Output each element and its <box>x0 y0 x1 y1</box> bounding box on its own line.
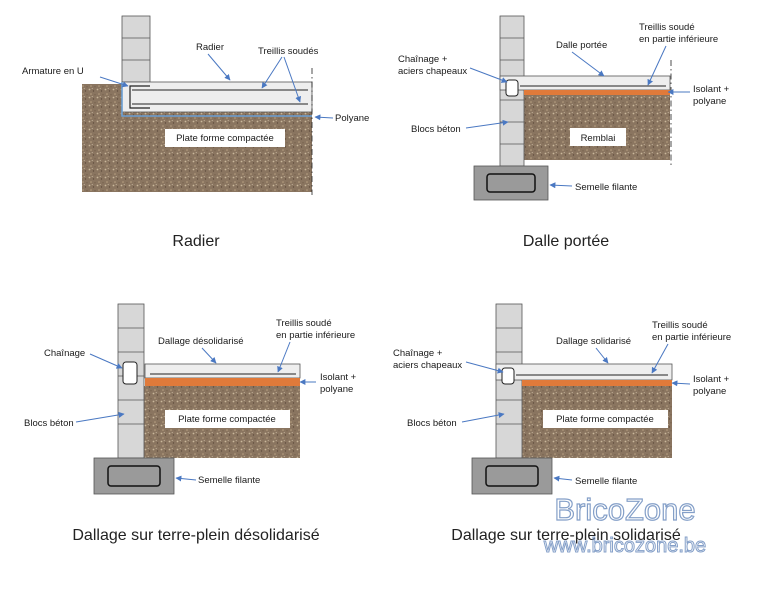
arrow-blocs-solidarise <box>461 412 505 423</box>
plateforme-box-radier <box>165 129 285 147</box>
arrow-blocs-desolidarise <box>75 411 125 423</box>
label-isolant2-desolidarise: polyane <box>320 384 353 395</box>
label-plateforme-desolidarise: Plate forme compactée <box>178 414 276 425</box>
label-treillis1-solidarise: Treillis soudé <box>652 320 708 331</box>
arrow-treillis-radier-a <box>261 56 283 89</box>
label-treillis1-desolidarise: Treillis soudé <box>276 318 332 329</box>
arrow-dallage-desolidarise <box>201 347 217 364</box>
insulation-solidarise <box>522 380 672 386</box>
label-isolant1-desolidarise: Isolant + <box>320 372 357 383</box>
label-remblai: Remblai <box>581 133 616 144</box>
insulation-dalle <box>524 90 670 95</box>
plateforme-box-solidarise <box>543 410 668 428</box>
panel-solidarise: Plate forme compactée Chaînage + aciers … <box>393 303 731 544</box>
caption-desolidarise: Dallage sur terre-plein désolidarisé <box>72 527 319 544</box>
label-plateforme-solidarise: Plate forme compactée <box>556 414 654 425</box>
label-plateforme-radier: Plate forme compactée <box>176 133 274 144</box>
footing-dalle <box>473 165 549 201</box>
label-isolant1-solidarise: Isolant + <box>693 374 730 385</box>
arrow-semelle-solidarise <box>553 475 573 482</box>
footing-solidarise <box>471 457 553 495</box>
watermark: BricoZone www.bricozone.be <box>542 491 706 557</box>
arrow-treillis-desolidarise <box>277 341 291 373</box>
arrow-dalle <box>571 51 605 77</box>
label-chainage1-solidarise: Chaînage + <box>393 348 443 359</box>
panel-desolidarise: Plate forme compactée Chaînage Dallage d… <box>24 303 357 544</box>
chainage-desolidarise <box>122 361 138 385</box>
chainage-solidarise <box>501 367 515 385</box>
arrow-armature-radier <box>99 76 129 88</box>
slab-desolidarise <box>144 363 301 379</box>
watermark-url: www.bricozone.be <box>543 535 706 557</box>
slab-dalle <box>499 75 671 91</box>
label-treillis2-solidarise: en partie inférieure <box>652 332 731 343</box>
label-semelle-dalle: Semelle filante <box>575 182 637 193</box>
watermark-brand: BricoZone <box>554 492 695 527</box>
caption-dalle: Dalle portée <box>523 233 609 250</box>
label-semelle-desolidarise: Semelle filante <box>198 475 260 486</box>
slab-solidarise <box>495 363 673 381</box>
label-treillis-radier: Treillis soudés <box>258 46 319 57</box>
arrow-dallage-solidarise <box>595 347 609 364</box>
arrow-treillis-radier-b <box>283 56 302 103</box>
label-blocs-desolidarise: Blocs béton <box>24 418 74 429</box>
footing-rebar-solidarise <box>485 465 539 487</box>
arrow-radier <box>207 53 231 81</box>
block-wall-solidarise <box>495 303 523 459</box>
armature-u-radier <box>129 85 150 109</box>
label-treillis2-dalle: en partie inférieure <box>639 34 718 45</box>
label-blocs-solidarise: Blocs béton <box>407 418 457 429</box>
soil-dalle <box>524 94 670 160</box>
label-treillis2-desolidarise: en partie inférieure <box>276 330 355 341</box>
label-isolant2-solidarise: polyane <box>693 386 726 397</box>
label-dalle: Dalle portée <box>556 40 607 51</box>
panel-radier: Plate forme compactée Radier Treillis so… <box>22 15 369 250</box>
insulation-desolidarise <box>145 378 300 386</box>
caption-solidarise: Dallage sur terre-plein solidarisé <box>451 527 681 544</box>
label-chainage2-solidarise: aciers chapeaux <box>393 360 462 371</box>
footing-rebar-desolidarise <box>107 465 161 487</box>
footing-desolidarise <box>93 457 175 495</box>
label-isolant1-dalle: Isolant + <box>693 84 730 95</box>
polyane-radier <box>121 82 312 117</box>
arrow-treillis-dalle <box>647 45 667 86</box>
label-semelle-solidarise: Semelle filante <box>575 476 637 487</box>
arrow-blocs-dalle <box>465 119 509 129</box>
label-armature-radier: Armature en U <box>22 66 84 77</box>
label-chainage-desolidarise: Chaînage <box>44 348 85 359</box>
arrow-treillis-solidarise <box>651 343 669 374</box>
arrow-chainage-dalle <box>469 67 508 83</box>
label-treillis1-dalle: Treillis soudé <box>639 22 695 33</box>
plateforme-box-desolidarise <box>165 410 290 428</box>
label-chainage2-dalle: aciers chapeaux <box>398 66 467 77</box>
arrow-isolant-solidarise <box>671 380 691 387</box>
footing-rebar-dalle <box>486 173 536 193</box>
label-dallage-desolidarise: Dallage désolidarisé <box>158 336 244 347</box>
label-polyane-radier: Polyane <box>335 113 369 124</box>
remblai-box-dalle <box>570 128 626 146</box>
slab-radier <box>121 81 313 113</box>
label-blocs-dalle: Blocs béton <box>411 124 461 135</box>
arrow-semelle-desolidarise <box>175 475 197 482</box>
label-radier: Radier <box>196 42 224 53</box>
arrow-chainage-solidarise <box>465 361 504 374</box>
label-isolant2-dalle: polyane <box>693 96 726 107</box>
block-wall-radier <box>121 15 151 83</box>
arrow-chainage-desolidarise <box>89 353 123 369</box>
label-dallage-solidarise: Dallage solidarisé <box>556 336 631 347</box>
arrow-semelle-dalle <box>549 182 573 189</box>
chainage-dalle <box>505 79 519 97</box>
label-chainage1-dalle: Chaînage + <box>398 54 448 65</box>
caption-radier: Radier <box>172 233 220 250</box>
arrow-polyane-radier <box>314 114 334 121</box>
panel-dalle-portee: Remblai Chaînage + aciers chapeaux Dalle… <box>398 15 730 250</box>
